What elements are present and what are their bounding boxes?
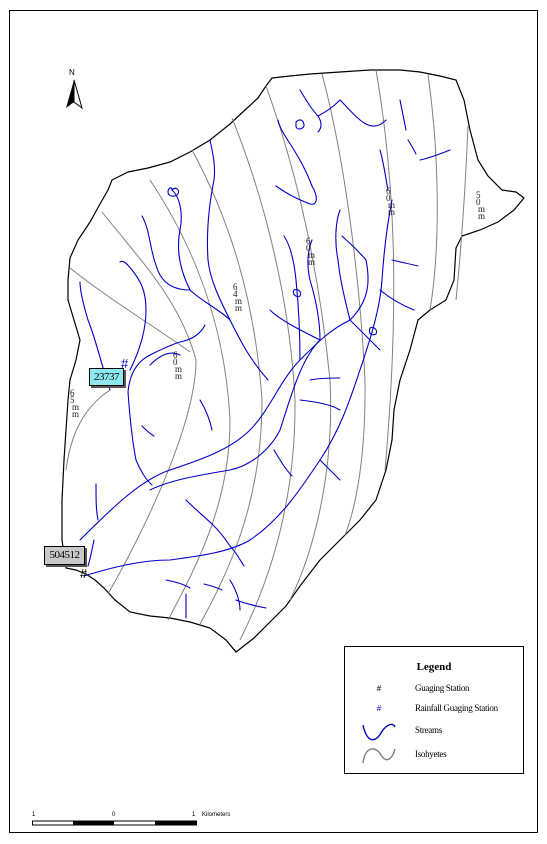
north-letter: N <box>69 68 75 77</box>
stream-line <box>307 239 321 341</box>
isohyet-line <box>375 69 395 471</box>
scale-bar: 1 0 1 Kilometers <box>30 812 270 828</box>
stream-line <box>127 324 206 393</box>
north-arrow: N <box>64 68 84 112</box>
rainfall-station-label[interactable]: 23737 <box>89 368 124 386</box>
stream-line <box>273 449 293 477</box>
stream-line <box>149 352 181 366</box>
isohyets <box>65 69 469 641</box>
stream-line <box>299 89 322 133</box>
isohyet-line <box>191 149 263 625</box>
legend-item-label: Isohyetes <box>415 749 447 759</box>
stream-line <box>165 579 191 589</box>
isohyet-line <box>265 85 332 601</box>
map-frame <box>9 10 538 833</box>
scale-unit: Kilometers <box>202 812 231 818</box>
stream-line <box>87 539 95 567</box>
stream-line <box>339 99 387 127</box>
stream-line <box>349 319 381 351</box>
stream-line <box>283 235 301 361</box>
stream-line <box>407 139 417 155</box>
stream-line <box>277 119 313 187</box>
stream-line <box>203 583 223 591</box>
stream-line <box>171 189 231 321</box>
gauging-station-marker[interactable]: # <box>80 566 88 581</box>
stream-line <box>391 259 419 267</box>
stream-line <box>79 259 369 541</box>
stream-line <box>119 260 147 371</box>
scale-bar-graphic <box>32 820 197 826</box>
isohyet-line <box>427 73 438 311</box>
isohyet-line <box>69 267 191 353</box>
stream-line <box>141 425 155 437</box>
stream-line <box>79 281 111 391</box>
legend-item-label: Streams <box>415 725 442 735</box>
isohyet-line <box>101 211 197 595</box>
stream-line <box>235 599 267 609</box>
isohyet-line <box>321 73 366 536</box>
gauging-station-label[interactable]: 504512 <box>44 546 85 565</box>
stream-line <box>127 391 153 486</box>
isohyet-line <box>231 117 296 641</box>
stream-line <box>167 187 180 197</box>
north-arrow-icon <box>66 79 83 110</box>
scale-label-left: 1 <box>32 812 36 818</box>
catchment-boundary <box>61 69 525 653</box>
stream-line <box>309 377 341 381</box>
stream-line <box>229 545 245 567</box>
legend-item-isohyetes: Isohyetes <box>345 743 523 767</box>
rainfall-station-symbol-icon: # <box>376 704 382 713</box>
stream-line <box>141 215 191 291</box>
scale-label-right: 1 <box>192 812 196 818</box>
gauging-station-symbol-icon: # <box>376 684 382 693</box>
stream-line <box>399 99 407 131</box>
streams <box>79 89 451 619</box>
stream-line <box>95 483 99 521</box>
streams-line-icon <box>359 719 399 743</box>
stream-line <box>229 579 241 611</box>
stream-line <box>368 326 378 336</box>
legend-title: Legend <box>416 661 452 673</box>
stream-line <box>83 199 393 577</box>
stream-line <box>206 139 269 381</box>
stream-line <box>379 289 415 311</box>
legend-item-label: Rainfall Guaging Station <box>415 703 498 713</box>
stream-line <box>299 399 341 411</box>
stream-line <box>199 399 213 431</box>
stream-line <box>335 209 351 321</box>
legend-item-rainfall-station: # Rainfall Guaging Station <box>345 697 523 721</box>
isohyet-line <box>149 179 231 621</box>
stream-line <box>295 119 305 130</box>
stream-line <box>185 499 231 547</box>
stream-line <box>379 149 389 191</box>
legend-item-streams: Streams <box>345 719 523 743</box>
stream-line <box>319 459 341 481</box>
isohyet-line <box>65 389 111 471</box>
stream-line <box>275 185 317 205</box>
stream-line <box>149 339 321 491</box>
legend-item-guaging-station: # Guaging Station <box>345 677 523 701</box>
scale-label-mid: 0 <box>112 812 116 818</box>
legend: Legend # Guaging Station # Rainfall Guag… <box>344 646 524 774</box>
rainfall-station-marker[interactable]: # <box>121 356 129 371</box>
isohyet-line-icon <box>359 743 399 767</box>
stream-line <box>292 288 302 298</box>
isohyet-line <box>455 125 469 301</box>
stream-line <box>341 235 367 261</box>
legend-item-label: Guaging Station <box>415 683 470 693</box>
stream-line <box>269 309 321 341</box>
stream-line <box>317 99 341 117</box>
stream-line <box>419 149 451 161</box>
